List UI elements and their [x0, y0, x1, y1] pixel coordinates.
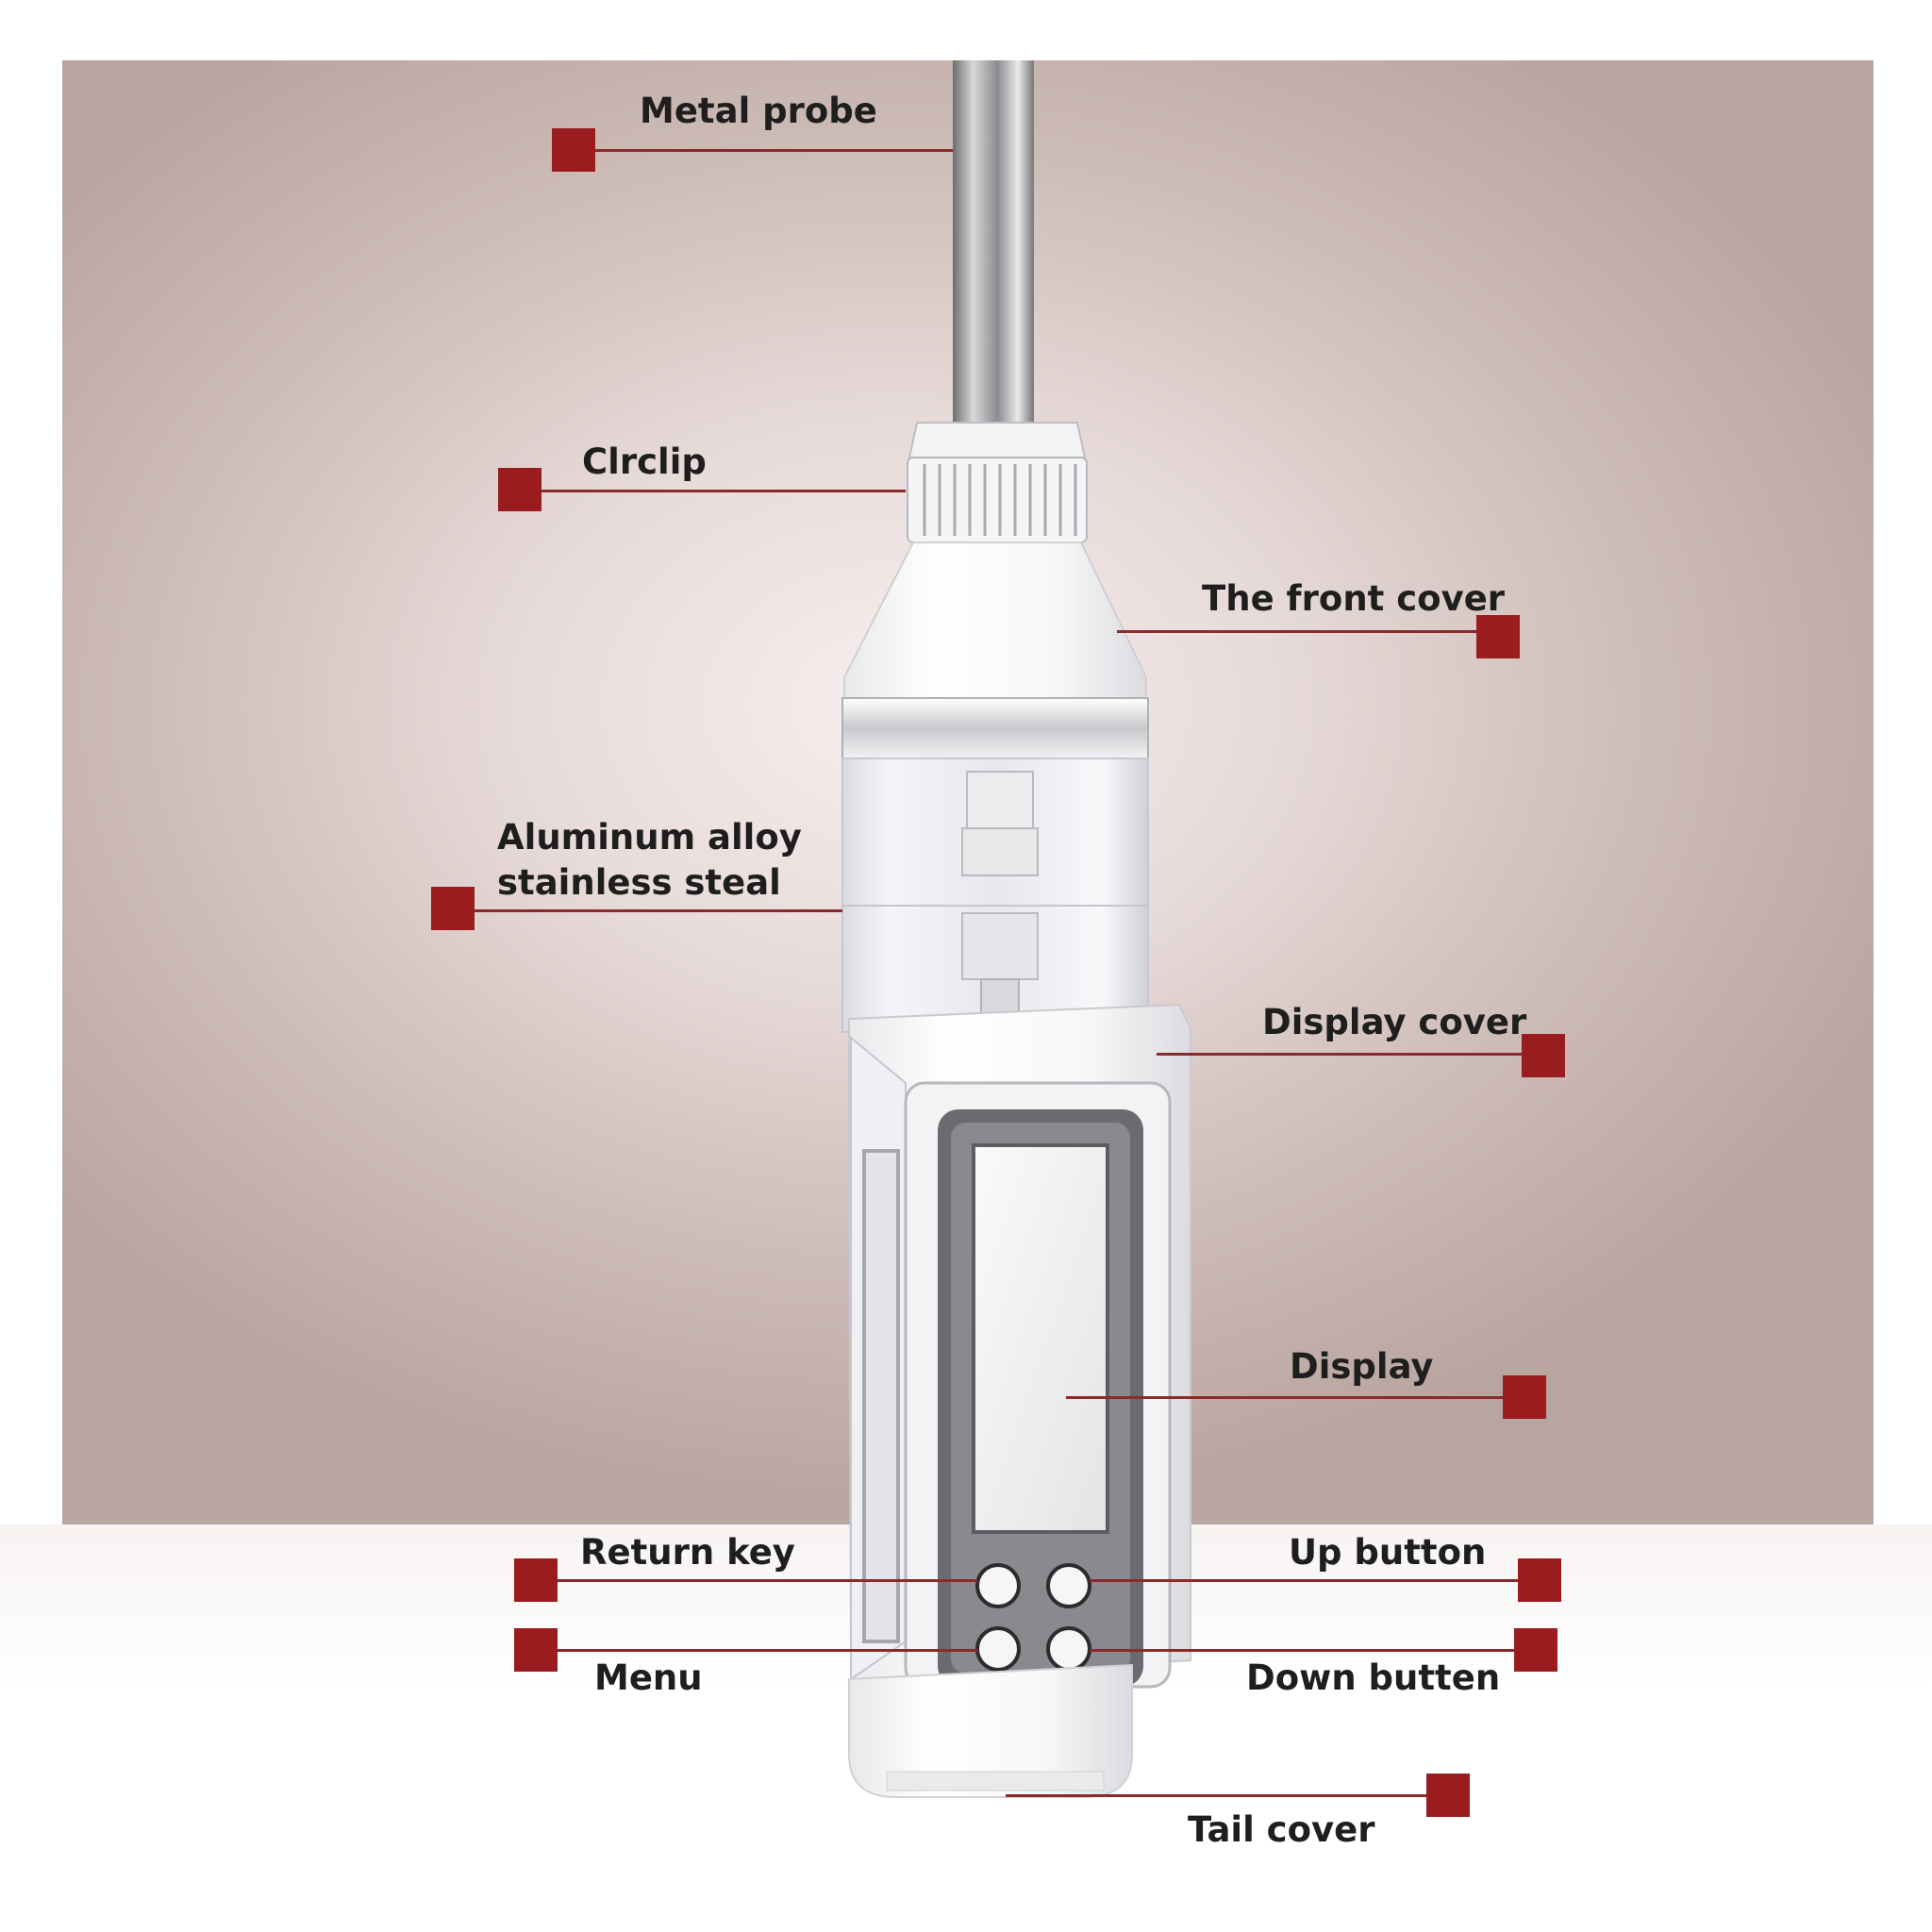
leader-menu [534, 1649, 977, 1652]
label-down-button: Down butten [1246, 1657, 1501, 1698]
label-display: Display [1290, 1346, 1434, 1387]
leader-aluminum [472, 909, 842, 912]
label-up-button: Up button [1289, 1532, 1487, 1573]
label-circlip: Clrclip [582, 441, 707, 482]
marker-circlip [498, 468, 541, 511]
label-aluminum-line1: Aluminum alloy [497, 817, 802, 858]
down-button-shape [1046, 1626, 1091, 1672]
marker-return-key [514, 1558, 558, 1602]
marker-aluminum [431, 887, 475, 930]
label-menu: Menu [594, 1657, 703, 1698]
marker-display-cover [1522, 1034, 1565, 1077]
marker-menu [514, 1628, 558, 1672]
leader-circlip [540, 490, 906, 492]
menu-button-shape [975, 1626, 1021, 1672]
label-front-cover: The front cover [1202, 578, 1506, 619]
leader-display-cover [1157, 1053, 1553, 1056]
label-aluminum-line2: stainless steal [497, 862, 781, 903]
label-metal-probe: Metal probe [640, 91, 877, 131]
label-display-cover: Display cover [1262, 1002, 1527, 1042]
up-button-shape [1046, 1563, 1091, 1608]
metal-probe-shape [953, 60, 1034, 438]
leader-display [1066, 1396, 1506, 1399]
label-return-key: Return key [580, 1532, 795, 1573]
leader-front-cover [1117, 630, 1506, 633]
aluminum-ring-shape [841, 697, 1149, 759]
front-cover-shape [843, 541, 1147, 699]
leader-up-button [1090, 1579, 1519, 1582]
marker-metal-probe [552, 128, 595, 172]
leader-tail-cover [1006, 1794, 1428, 1797]
leader-return-key [534, 1579, 977, 1582]
leader-metal-probe [592, 149, 953, 152]
label-tail-cover: Tail cover [1188, 1809, 1375, 1850]
return-key-shape [975, 1563, 1021, 1608]
marker-down-button [1514, 1628, 1557, 1672]
marker-tail-cover [1426, 1774, 1470, 1817]
display-screen-shape [972, 1143, 1109, 1534]
marker-front-cover [1476, 615, 1520, 658]
tail-cover-shape [848, 1663, 1133, 1798]
marker-display [1503, 1375, 1546, 1419]
leader-down-button [1090, 1649, 1516, 1652]
marker-up-button [1518, 1558, 1561, 1602]
circlip-shape [908, 422, 1087, 458]
